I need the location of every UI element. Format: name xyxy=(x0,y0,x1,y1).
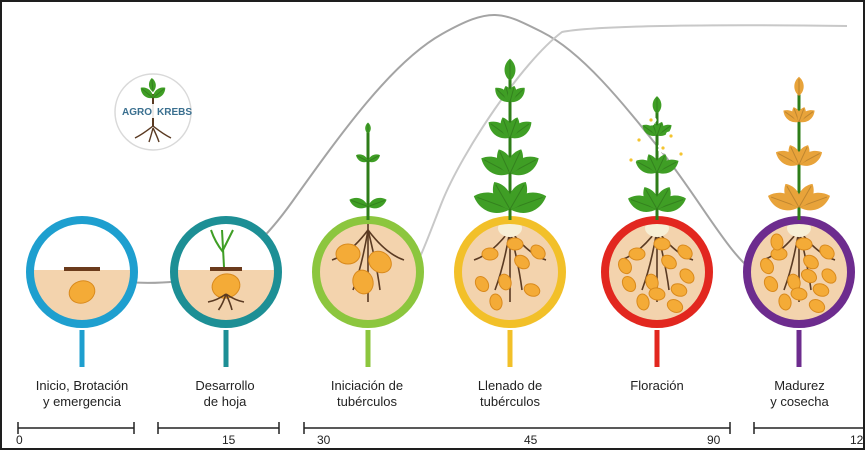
tuber xyxy=(629,248,645,260)
flower-center xyxy=(679,152,682,155)
plant-madurez xyxy=(765,77,833,220)
seed-line xyxy=(64,267,100,271)
flower-center xyxy=(629,158,632,161)
timeline-bracket xyxy=(158,422,279,434)
plant-llenado xyxy=(471,59,550,220)
timeline xyxy=(18,422,865,434)
leaf xyxy=(653,96,662,114)
flower-center xyxy=(669,134,672,137)
leaf xyxy=(348,195,370,211)
flower-center xyxy=(661,146,664,149)
timeline-tick-90: 90 xyxy=(707,433,720,447)
leaf xyxy=(505,59,516,81)
flower xyxy=(658,143,669,154)
timeline-tick-0: 0 xyxy=(16,433,23,447)
timeline-bracket xyxy=(18,422,134,434)
timeline-bracket xyxy=(304,422,730,434)
logo-text-krebs: KREBS xyxy=(157,107,192,118)
stage-4 xyxy=(601,216,713,367)
tuber xyxy=(482,248,498,260)
stage-5 xyxy=(743,216,855,367)
agrokrebs-logo: AGRO KREBS xyxy=(115,74,192,150)
stage-0 xyxy=(26,216,138,374)
flower xyxy=(666,131,677,142)
flower xyxy=(626,155,637,166)
flower-center xyxy=(637,138,640,141)
stage-label-iniciacion: Iniciación de tubérculos xyxy=(302,378,432,410)
stage-label-madurez: Madurez y cosecha xyxy=(737,378,862,410)
leaf xyxy=(794,77,803,96)
timeline-tick-30: 30 xyxy=(317,433,330,447)
flower xyxy=(634,135,645,146)
stage-label-desarrollo: Desarrollo de hoja xyxy=(160,378,290,410)
seed-line xyxy=(210,267,242,271)
stage-label-floracion: Floración xyxy=(592,378,722,394)
leaf xyxy=(366,195,388,211)
plant-floracion xyxy=(625,96,688,220)
stage-2 xyxy=(312,216,424,367)
timeline-tick-15: 15 xyxy=(222,433,235,447)
leaf xyxy=(365,122,371,134)
logo-text-agro: AGRO xyxy=(122,107,152,118)
timeline-tick-120: 120 xyxy=(850,433,865,447)
timeline-bracket xyxy=(754,422,865,434)
flower-center xyxy=(649,118,652,121)
stage-label-inicio: Inicio, Brotación y emergencia xyxy=(12,378,152,410)
plant-iniciacion xyxy=(348,122,389,220)
stage-3 xyxy=(454,216,566,367)
timeline-tick-45: 45 xyxy=(524,433,537,447)
stage-1 xyxy=(170,216,282,374)
stage-label-llenado: Llenado de tubérculos xyxy=(445,378,575,410)
flower xyxy=(676,149,687,160)
tuber xyxy=(336,244,360,264)
